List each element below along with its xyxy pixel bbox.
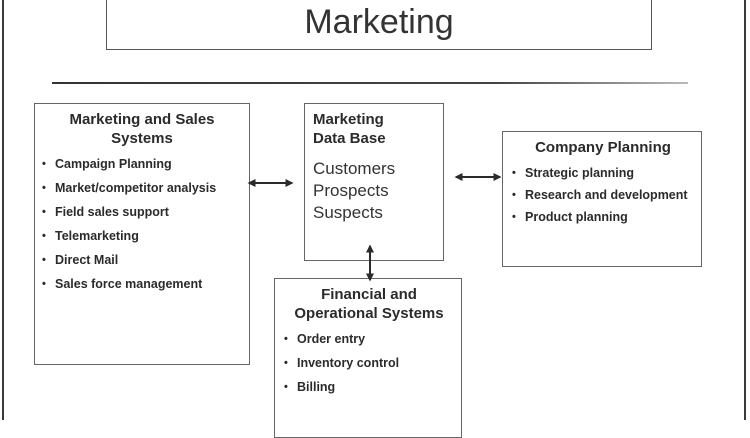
divider-rule xyxy=(52,82,688,84)
list-item: Market/competitor analysis xyxy=(41,181,243,196)
list-item: Order entry xyxy=(283,332,455,347)
list-item: Research and development xyxy=(511,188,695,203)
list-item: Campaign Planning xyxy=(41,157,243,172)
financial-operational-systems-list: Order entry Inventory control Billing xyxy=(283,332,455,395)
list-item: Customers xyxy=(313,159,396,178)
marketing-database-list: Customers Prospects Suspects xyxy=(313,158,443,224)
list-item: Sales force management xyxy=(41,277,243,292)
page-frame-left xyxy=(2,0,4,420)
list-item: Field sales support xyxy=(41,205,243,220)
marketing-database-title-line2: Data Base xyxy=(313,130,386,147)
financial-operational-systems-box: Financial and Operational Systems Order … xyxy=(274,278,462,438)
marketing-sales-systems-title: Marketing and Sales Systems xyxy=(69,111,215,147)
financial-operational-systems-title: Financial and Operational Systems xyxy=(294,286,444,322)
list-item: Product planning xyxy=(511,210,695,225)
list-item: Inventory control xyxy=(283,356,455,371)
marketing-sales-systems-box: Marketing and Sales Systems Campaign Pla… xyxy=(34,103,250,365)
list-item: Telemarketing xyxy=(41,229,243,244)
list-item: Strategic planning xyxy=(511,166,695,181)
list-item: Billing xyxy=(283,380,455,395)
company-planning-list: Strategic planning Research and developm… xyxy=(511,166,695,225)
page-frame-right xyxy=(744,0,746,420)
diagram-title: Marketing xyxy=(304,3,454,41)
connector-arrows xyxy=(247,173,502,282)
list-item: Suspects xyxy=(313,203,383,222)
title-box: Marketing xyxy=(106,0,652,50)
list-item: Direct Mail xyxy=(41,253,243,268)
company-planning-title: Company Planning xyxy=(535,139,671,156)
company-planning-box: Company Planning Strategic planning Rese… xyxy=(502,131,702,267)
marketing-database-box: Marketing Data Base Customers Prospects … xyxy=(304,103,444,261)
marketing-database-title-line1: Marketing xyxy=(313,111,384,128)
list-item: Prospects xyxy=(313,181,389,200)
marketing-sales-systems-list: Campaign Planning Market/competitor anal… xyxy=(41,157,243,292)
